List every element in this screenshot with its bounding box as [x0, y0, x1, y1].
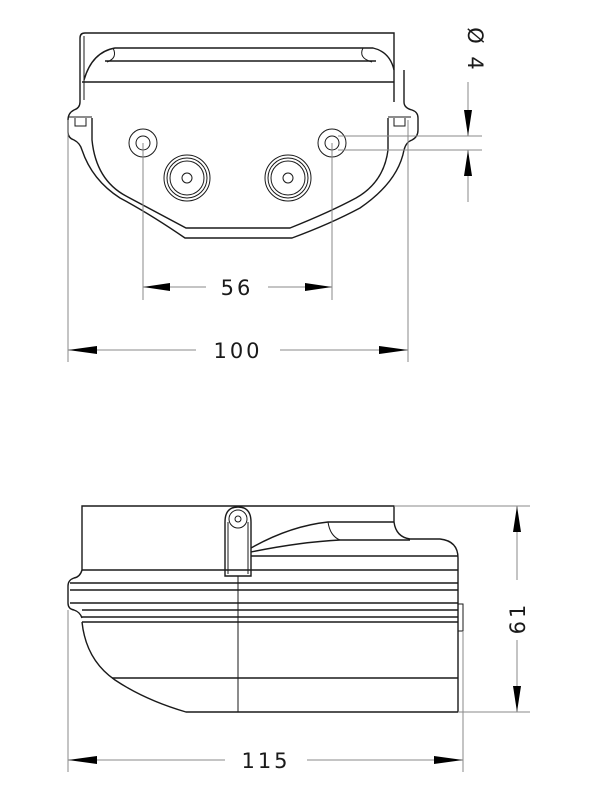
top-view-back-edge — [79, 32, 395, 102]
arrow-left-icon — [68, 756, 97, 764]
connector-right — [264, 154, 312, 202]
arrow-up-icon — [513, 506, 521, 532]
dimension-label-56: 56 — [221, 276, 254, 300]
dimension-100: 100 — [68, 339, 408, 363]
side-view-lid-lower — [250, 539, 410, 553]
arrow-left-icon — [143, 283, 170, 291]
top-view-body-outer — [67, 70, 419, 239]
dimension-label-61: 61 — [506, 602, 530, 635]
top-view-body-inner — [91, 118, 389, 229]
arrow-right-icon — [434, 756, 463, 764]
top-view-lid — [83, 47, 395, 81]
dimension-diameter-4: Ø 4 — [463, 27, 487, 202]
top-view: 56 100 Ø 4 — [67, 27, 487, 363]
side-view-back-block — [81, 505, 459, 570]
dimension-115: 115 — [68, 749, 463, 773]
side-view: 61 115 — [67, 505, 530, 773]
left-ear-notch — [69, 116, 92, 127]
side-view-bowl — [81, 621, 458, 713]
arrow-right-icon — [379, 346, 408, 354]
top-view-lid-left-curve — [106, 47, 115, 63]
hinge — [224, 506, 252, 577]
dimension-label-100: 100 — [213, 339, 262, 363]
arrow-left-icon — [68, 346, 97, 354]
arrow-down-icon — [513, 686, 521, 712]
connector-left — [163, 154, 211, 202]
arrow-down-icon — [464, 110, 472, 136]
top-view-lid-right-curve — [361, 47, 373, 63]
arrow-right-icon — [305, 283, 332, 291]
side-view-lid-top — [250, 521, 394, 549]
dimension-label-diameter: Ø 4 — [463, 27, 487, 73]
side-view-rim — [67, 569, 83, 619]
side-view-lid-curve — [327, 521, 341, 541]
dimension-56: 56 — [143, 276, 332, 300]
dimension-label-115: 115 — [241, 749, 290, 773]
right-ear-notch — [388, 116, 411, 127]
arrow-up-icon — [464, 150, 472, 176]
dimension-61: 61 — [506, 506, 530, 712]
side-view-tab — [457, 603, 464, 632]
